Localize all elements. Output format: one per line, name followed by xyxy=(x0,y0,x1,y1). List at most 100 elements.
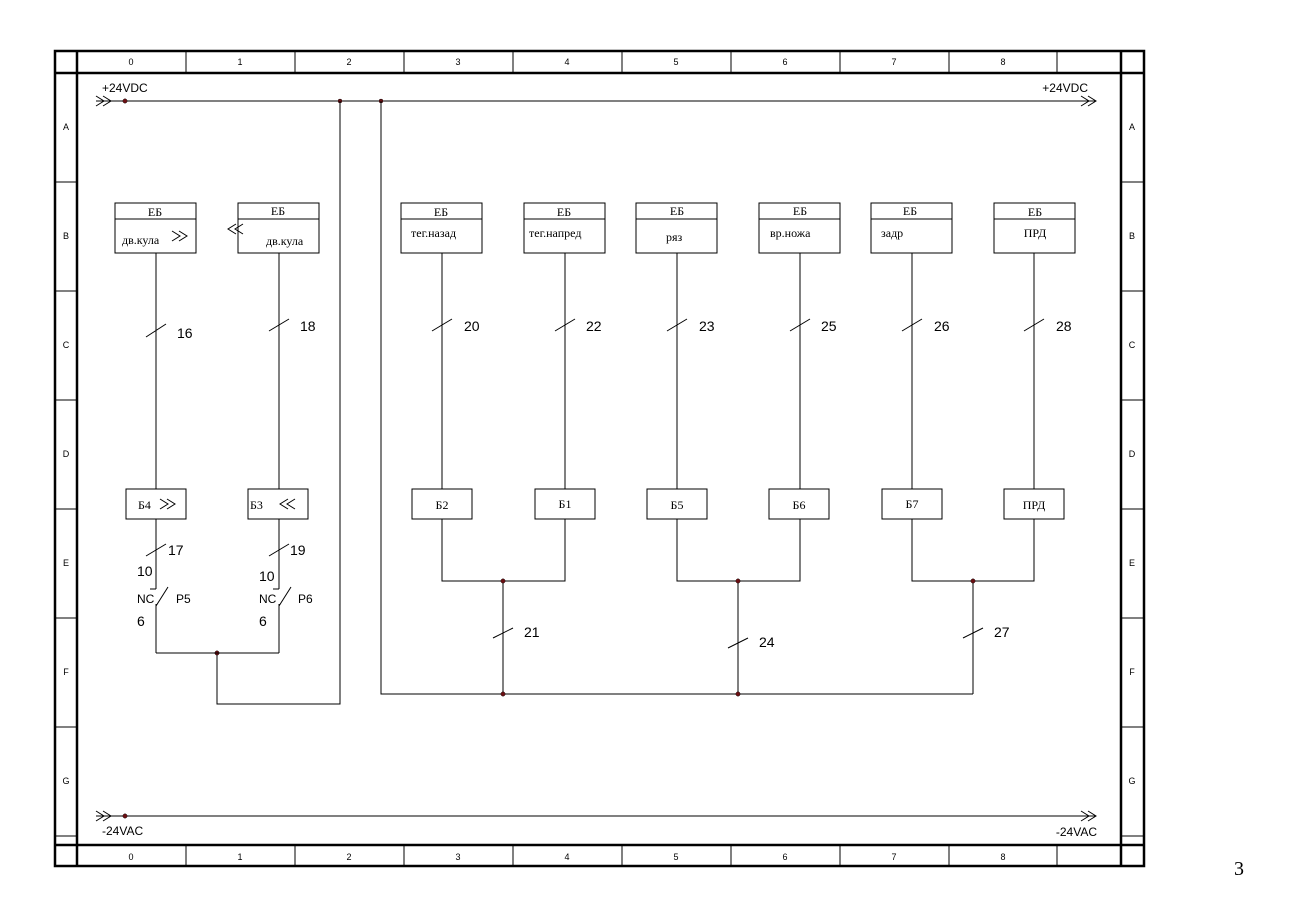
wire-number: 25 xyxy=(821,318,837,334)
wire-number: 17 xyxy=(168,542,184,558)
relay-contact-p6: 19 10 NC P6 6 xyxy=(259,519,313,653)
column-label-top: 3 xyxy=(455,57,460,67)
pin-bottom: 6 xyxy=(259,613,267,629)
column-label-top: 1 xyxy=(237,57,242,67)
wire-number: 16 xyxy=(177,325,193,341)
row-label-left: D xyxy=(63,449,70,459)
unit-title: ЕБ xyxy=(148,205,162,219)
rail-plus-24vdc: +24VDC +24VDC xyxy=(95,81,1097,107)
row-label-left: E xyxy=(63,558,69,568)
unit-dv-kula-reverse: ЕБ дв.кула 18 Б3 xyxy=(227,202,320,520)
column-label-top: 0 xyxy=(128,57,133,67)
arrow-left-icon xyxy=(279,498,296,510)
column-label-bottom: 3 xyxy=(455,852,460,862)
unit-title: ЕБ xyxy=(557,205,571,219)
unit-title: ЕБ xyxy=(793,204,807,218)
bus-wiring xyxy=(214,101,1035,705)
pin-top: 10 xyxy=(137,563,153,579)
unit-title: ЕБ xyxy=(903,204,917,218)
unit-zadr: ЕБ задр 26 Б7 xyxy=(870,202,953,520)
row-label-right: G xyxy=(1128,776,1135,786)
column-label-bottom: 6 xyxy=(782,852,787,862)
row-label-right: B xyxy=(1129,231,1135,241)
column-label-top: 2 xyxy=(346,57,351,67)
junction-wire-21: 21 xyxy=(492,624,540,640)
wire-number: 28 xyxy=(1056,318,1072,334)
row-label-left: B xyxy=(63,231,69,241)
block-label: Б6 xyxy=(793,498,806,512)
row-label-left: F xyxy=(63,667,69,677)
column-label-top: 6 xyxy=(782,57,787,67)
unit-teg-napred: ЕБ тег.напред 22 Б1 xyxy=(523,202,606,520)
unit-dv-kula-forward: ЕБ дв.кула 16 Б4 xyxy=(114,202,197,520)
row-dividers xyxy=(55,181,1144,728)
block-label: ПРД xyxy=(1023,498,1046,512)
relay-contact-p5: 17 10 NC P5 6 xyxy=(137,519,279,654)
wire-number: 27 xyxy=(994,624,1010,640)
unit-label: дв.кула xyxy=(266,234,304,248)
unit-label: ПРД xyxy=(1024,226,1047,240)
unit-label: вр.ножа xyxy=(770,226,811,240)
row-label-left: A xyxy=(63,122,69,132)
arrow-right-icon xyxy=(159,498,176,510)
rail-top-right-label: +24VDC xyxy=(1042,81,1088,95)
unit-title: ЕБ xyxy=(670,204,684,218)
wire-number: 20 xyxy=(464,318,480,334)
unit-ryaz: ЕБ ряз 23 Б5 xyxy=(635,202,718,520)
column-labels-bottom: 0 1 2 3 4 5 6 7 8 xyxy=(128,852,1005,862)
page-number: 3 xyxy=(1234,858,1244,880)
unit-title: ЕБ xyxy=(1028,205,1042,219)
rail-bottom-left-label: -24VAC xyxy=(102,824,143,838)
block-label: Б3 xyxy=(250,498,263,512)
unit-prd: ЕБ ПРД 28 ПРД xyxy=(993,202,1076,520)
column-label-bottom: 0 xyxy=(128,852,133,862)
column-label-bottom: 1 xyxy=(237,852,242,862)
pin-bottom: 6 xyxy=(137,613,145,629)
rail-top-left-label: +24VDC xyxy=(102,81,148,95)
column-label-top: 4 xyxy=(564,57,569,67)
column-label-top: 7 xyxy=(891,57,896,67)
unit-label: тег.назад xyxy=(411,226,456,240)
column-dividers xyxy=(185,51,950,866)
wire-number: 21 xyxy=(524,624,540,640)
row-label-right: F xyxy=(1129,667,1135,677)
column-label-bottom: 2 xyxy=(346,852,351,862)
row-label-left: G xyxy=(62,776,69,786)
unit-title: ЕБ xyxy=(434,205,448,219)
row-label-right: A xyxy=(1129,122,1135,132)
unit-label: дв.кула xyxy=(122,233,160,247)
row-labels-left: A B C D E F G xyxy=(62,122,69,786)
junction-wire-24: 24 xyxy=(727,634,775,650)
arrow-left-icon xyxy=(227,223,244,235)
row-label-right: C xyxy=(1129,340,1136,350)
unit-label: ряз xyxy=(666,230,683,244)
row-label-right: D xyxy=(1129,449,1136,459)
rail-minus-24vac: -24VAC -24VAC xyxy=(95,810,1097,839)
block-label: Б5 xyxy=(671,498,684,512)
row-label-left: C xyxy=(63,340,70,350)
unit-teg-nazad: ЕБ тег.назад 20 Б2 xyxy=(400,202,483,520)
unit-title: ЕБ xyxy=(271,204,285,218)
relay-name: P5 xyxy=(176,592,191,606)
junction-wire-27: 27 xyxy=(962,624,1010,640)
column-label-bottom: 4 xyxy=(564,852,569,862)
row-labels-right: A B C D E F G xyxy=(1128,122,1135,786)
wire-number: 19 xyxy=(290,542,306,558)
block-label: Б2 xyxy=(436,498,449,512)
column-label-bottom: 5 xyxy=(673,852,678,862)
drawing-frame xyxy=(53,49,1146,868)
unit-label: задр xyxy=(881,226,903,240)
relay-name: P6 xyxy=(298,592,313,606)
wire-number: 23 xyxy=(699,318,715,334)
contact-type: NC xyxy=(137,592,155,606)
wire-number: 22 xyxy=(586,318,602,334)
rail-bottom-right-label: -24VAC xyxy=(1056,825,1097,839)
column-label-bottom: 8 xyxy=(1000,852,1005,862)
row-label-right: E xyxy=(1129,558,1135,568)
wire-number: 26 xyxy=(934,318,950,334)
unit-vr-nozha: ЕБ вр.ножа 25 Б6 xyxy=(758,202,841,520)
pin-top: 10 xyxy=(259,568,275,584)
column-label-bottom: 7 xyxy=(891,852,896,862)
